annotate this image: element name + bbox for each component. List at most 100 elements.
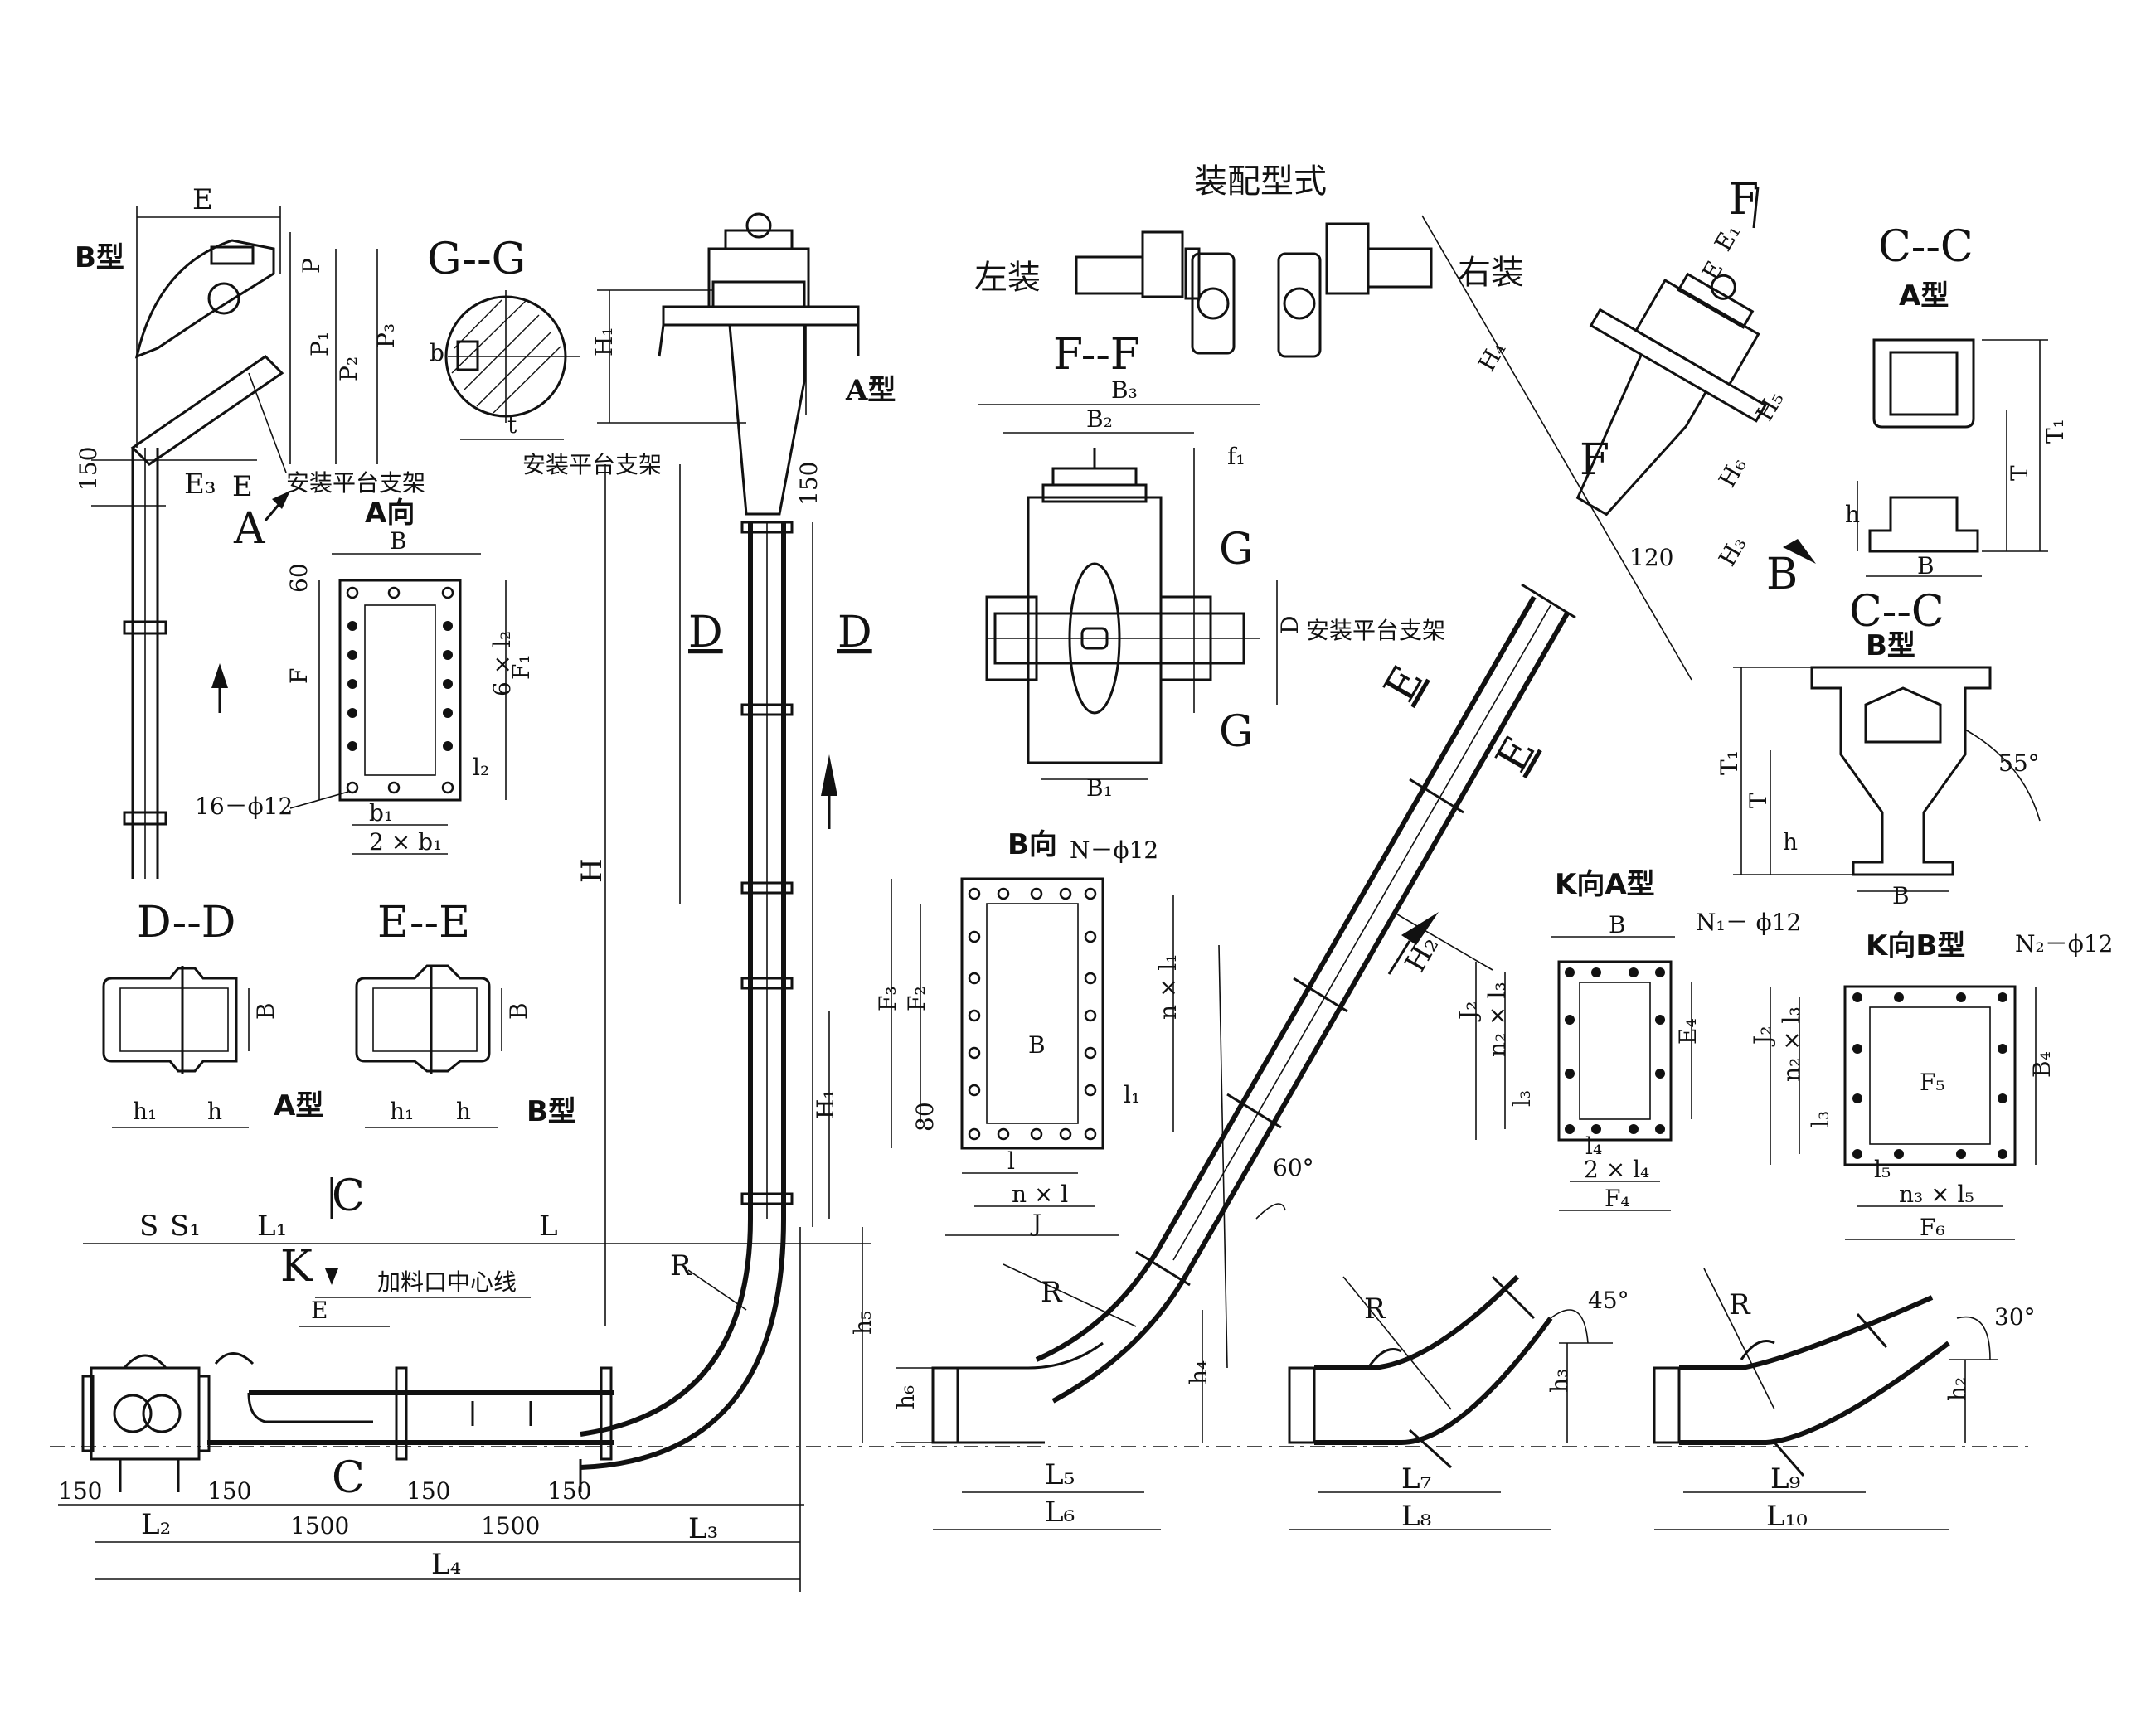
dim-150-c: 150 [406,1477,450,1505]
dim-S1: S₁ [170,1210,201,1243]
k-view-a-dim-E4: E₄ [1674,1018,1702,1045]
b-view-dim-F2: F₂ [903,986,930,1011]
section-F-mid: F [1580,435,1609,485]
b-view-dim-F3: F₃ [874,986,901,1011]
k-view-a-dim-J2: J₂ [1454,1001,1482,1022]
b-view-dim-80: 80 [911,1102,939,1132]
cc-section-b: C--C B型 T₁ T h B 55° [1716,587,2041,909]
dim-L1: L₁ [257,1210,287,1243]
section-C-top: C [332,1171,365,1221]
dim-H1-leg: H₁ [812,1089,839,1119]
k-view-a-dim-l4: l₄ [1585,1132,1602,1160]
dim-P: P [298,258,325,274]
k-view-b-dim-F6: F₆ [1920,1214,1945,1241]
a-view-holes-label: 16－ϕ12 [195,793,293,820]
k-view-a-dim-2l4: 2 × l₄ [1584,1156,1649,1183]
k-view-b-dim-l5: l₅ [1874,1156,1891,1183]
platform-note-gg: 安装平台支架 [522,451,662,478]
dim-E: E [192,183,213,216]
incline-leg-flanges [1135,583,1576,1287]
dd-section: D--D B h₁ h A型 [102,898,323,1128]
dim-150-side: 150 [75,447,102,491]
dim-L8: L₈ [1401,1500,1431,1533]
b-view-dim-nl1: n × l₁ [1154,954,1182,1020]
k-view-a: K向A型 B N₁－ ϕ12 J₂ n₂ × l₃ l₃ E₄ l₄ 2 × l… [1454,868,1801,1212]
dim-H1-head: H₁ [590,327,618,356]
ff-dim-B2: B₂ [1086,405,1113,433]
dim-E-feed: E [311,1297,328,1324]
k-view-b-dim-F5: F₅ [1920,1069,1945,1096]
right-mount-icon [1277,222,1433,358]
dim-E3: E₃ [184,468,216,501]
b-view-dim-l1: l₁ [1124,1081,1140,1108]
cc-title-b: C--C [1849,587,1944,637]
dd-type-a: A型 [274,1089,323,1123]
k-view-b-title: K向B型 [1866,929,1965,963]
cc-angle-55: 55° [1998,749,2040,777]
dim-L4: L₄ [431,1548,461,1581]
horizontal-run: S S₁ L₁ L C C K 加料口中心线 E 150 1 [58,1171,871,1592]
dd-dim-h: h [207,1098,222,1125]
dim-L5: L₅ [1045,1458,1075,1491]
view-B-marker: B [1766,550,1798,599]
b-view-holes [968,887,1097,1141]
platform-note-left: 安装平台支架 [286,469,425,497]
ee-type-b: B型 [527,1095,576,1128]
platform-note-ff: 安装平台支架 [1306,617,1445,644]
gg-title: G--G [427,235,526,284]
dim-150-a: 150 [58,1477,102,1505]
vertical-conveyor: A型 H₁ 150 D D H H₁ R [575,212,896,1470]
dd-title: D--D [137,898,236,948]
incline-dim-H4: H₄ [1473,337,1511,376]
dim-L10: L₁₀ [1766,1500,1808,1533]
k-view-a-dim-B: B [1609,911,1626,938]
dim-S: S [139,1210,158,1243]
dim-h5: h₅ [849,1311,876,1335]
ff-dim-D: D [1276,616,1304,634]
cc-section-a: C--C A型 T₁ T h B [1845,222,2069,579]
boot-30: R 30° h₂ L₉ L₁₀ [1653,1268,2036,1533]
a-view-dim-F1: F₁ [507,654,535,680]
a-view-dim-b1: b₁ [369,799,393,827]
dd-dim-h1: h₁ [133,1098,157,1125]
k-view-b-dim-l3: l₃ [1807,1111,1834,1127]
k-view-a-dim-l3: l₃ [1508,1090,1536,1107]
cc-dim-T1: T₁ [2041,419,2069,444]
ff-dim-f1: f₁ [1227,443,1245,470]
b-view-dim-nl: n × l [1012,1181,1068,1208]
assembly-title: 装配型式 [1194,162,1327,201]
radius-R-45: R [1364,1292,1386,1326]
k-view-a-dim-F4: F₄ [1605,1185,1630,1212]
left-mount-label: 左装 [974,259,1041,297]
cc-type-b: B型 [1866,629,1915,662]
k-view-b-dim-J2: J₂ [1749,1026,1776,1047]
dim-h2: h₂ [1944,1377,1971,1401]
dim-L6: L₆ [1045,1496,1075,1529]
assembly-legend: 装配型式 左装 右装 [974,162,1524,358]
a-view-title: A向 [365,497,415,530]
left-mount-icon [1075,230,1236,355]
k-view-b-dim-B4: B₄ [2028,1051,2056,1078]
gg-section: G--G t b 安装平台支架 [427,235,681,904]
vertical-leg-flanges [740,521,794,1205]
b-type-head-view: B型 E 150 E₃ E P P₁ P₂ P₃ 安装平台支架 A [75,183,425,879]
a-type-head-label: A型 [845,374,896,407]
cc-title-a: C--C [1878,222,1974,272]
a-view-dim-60: 60 [285,563,313,593]
ff-section-G-bottom: G [1219,707,1254,757]
incline-dim-H3: H₃ [1713,531,1751,570]
section-C-bottom: C [332,1453,365,1503]
angle-45: 45° [1588,1287,1629,1314]
ff-dim-B1: B₁ [1086,774,1113,802]
incline-angle-60: 60° [1273,1154,1314,1181]
radius-R-30: R [1729,1288,1751,1321]
dd-dim-B: B [252,1002,279,1020]
a-view-dim-F: F [285,668,313,684]
b-view-dim-B: B [1028,1031,1046,1059]
incline-dim-H6: H₆ [1713,453,1751,492]
b-view-flange: B向 N－ϕ12 B F₃ F₂ 80 n × l₁ l₁ l n × l J [874,828,1182,1237]
k-view-a-title: K向A型 [1555,868,1655,901]
b-view-title: B向 [1007,828,1057,861]
dim-150-d: 150 [547,1477,591,1505]
